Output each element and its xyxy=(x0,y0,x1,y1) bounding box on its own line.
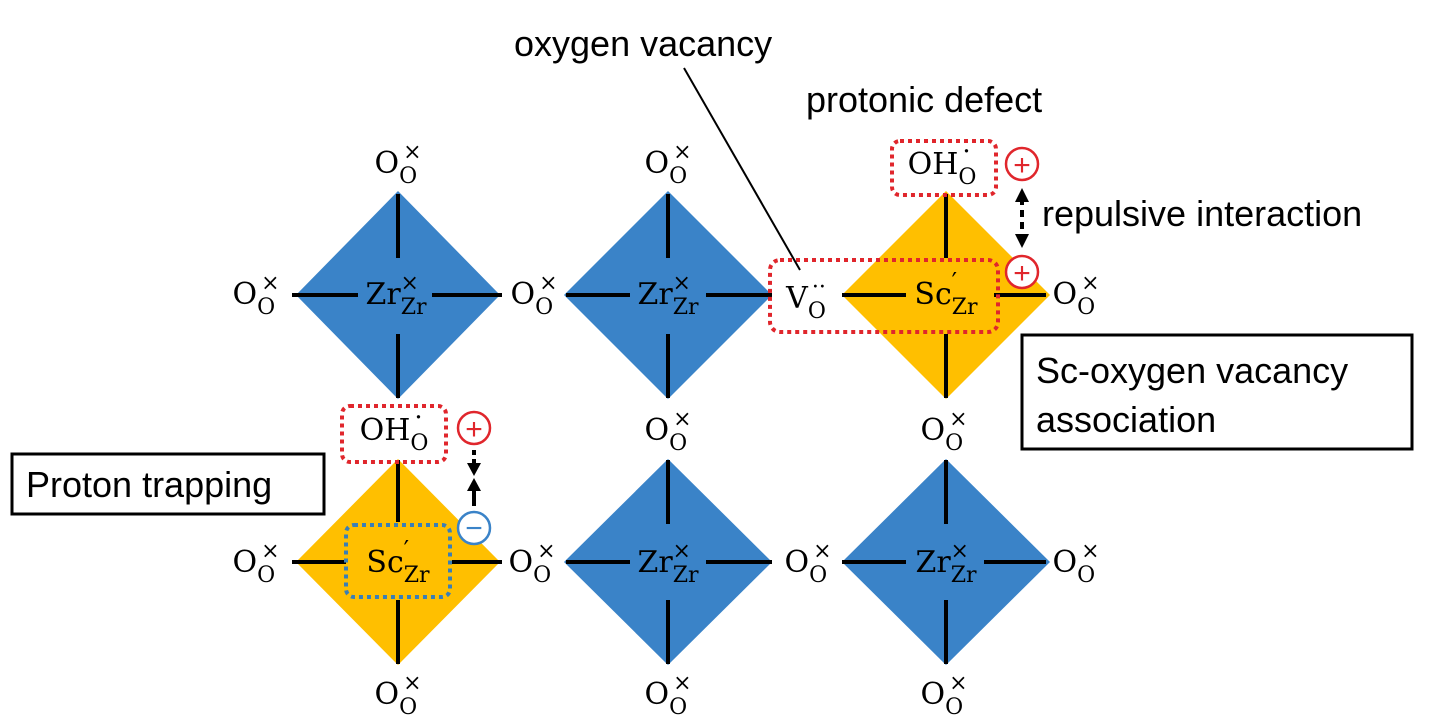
oxygen-vacancy-pointer xyxy=(683,67,801,271)
oxygen-vacancy-label: oxygen vacancy xyxy=(514,23,772,64)
oxygen-label: OO× xyxy=(644,407,691,456)
proton-trapping-label: Proton trapping xyxy=(26,464,272,505)
sc-octahedron-bottom-left xyxy=(296,459,500,665)
zr-octahedron-top-middle xyxy=(564,191,772,399)
zr-octahedron-bottom-middle xyxy=(564,459,772,665)
scandium-label: ScZr′ xyxy=(914,268,978,320)
protonic-defect-box-left xyxy=(340,404,448,464)
sc-trapping-box xyxy=(344,523,452,599)
plus-charge-icon: + xyxy=(1004,146,1040,182)
plus-charge-icon: + xyxy=(456,410,492,446)
hydroxide-label: OHO· xyxy=(908,137,977,190)
repulsive-interaction-label: repulsive interaction xyxy=(1042,193,1362,234)
scandium-label: ScZr′ xyxy=(366,536,430,588)
repulsion-arrow-icon xyxy=(1015,188,1029,248)
vacancy-label: VO·· xyxy=(785,275,826,324)
bonds xyxy=(292,194,1046,664)
zr-octahedron-top-left xyxy=(296,191,500,399)
zr-octahedron-bottom-right xyxy=(842,459,1050,665)
svg-text:−: − xyxy=(465,512,483,545)
plus-charge-icon: + xyxy=(1004,254,1040,290)
attraction-arrow-icon xyxy=(467,450,481,506)
proton-trapping-box xyxy=(10,452,326,516)
sc-octahedron-top-right xyxy=(842,191,1050,399)
svg-text:+: + xyxy=(1013,149,1031,182)
oxygen-label: OO× xyxy=(374,671,421,720)
zirconium-label: ZrZr× xyxy=(638,539,699,588)
oxygen-label: OO× xyxy=(920,407,967,456)
oxygen-label: OO× xyxy=(374,140,421,189)
oxygen-label: OO× xyxy=(508,539,555,588)
oxygen-label: OO× xyxy=(644,140,691,189)
minus-charge-icon: − xyxy=(456,510,492,546)
sc-association-line1: Sc-oxygen vacancy xyxy=(1036,350,1348,391)
oxygen-label: OO× xyxy=(1052,539,1099,588)
oxygen-label: OO× xyxy=(232,539,279,588)
oxygen-label: OO× xyxy=(510,271,557,320)
oxygen-label: OO× xyxy=(644,671,691,720)
svg-text:+: + xyxy=(465,413,483,446)
sc-association-box xyxy=(1020,333,1414,451)
oxygen-label: OO× xyxy=(784,539,831,588)
oxygen-label: OO× xyxy=(232,271,279,320)
protonic-defect-box-top xyxy=(890,139,998,197)
vacancy-sc-association-box xyxy=(768,258,1000,334)
zirconium-label: ZrZr× xyxy=(916,539,977,588)
sc-association-line2: association xyxy=(1036,399,1216,440)
hydroxide-label: OHO· xyxy=(360,403,429,456)
zirconium-label: ZrZr× xyxy=(638,271,699,320)
svg-text:+: + xyxy=(1013,257,1031,290)
oxygen-label: OO× xyxy=(1052,271,1099,320)
protonic-defect-label: protonic defect xyxy=(806,79,1042,120)
zirconium-label: ZrZr× xyxy=(366,271,427,320)
oxygen-label: OO× xyxy=(920,671,967,720)
